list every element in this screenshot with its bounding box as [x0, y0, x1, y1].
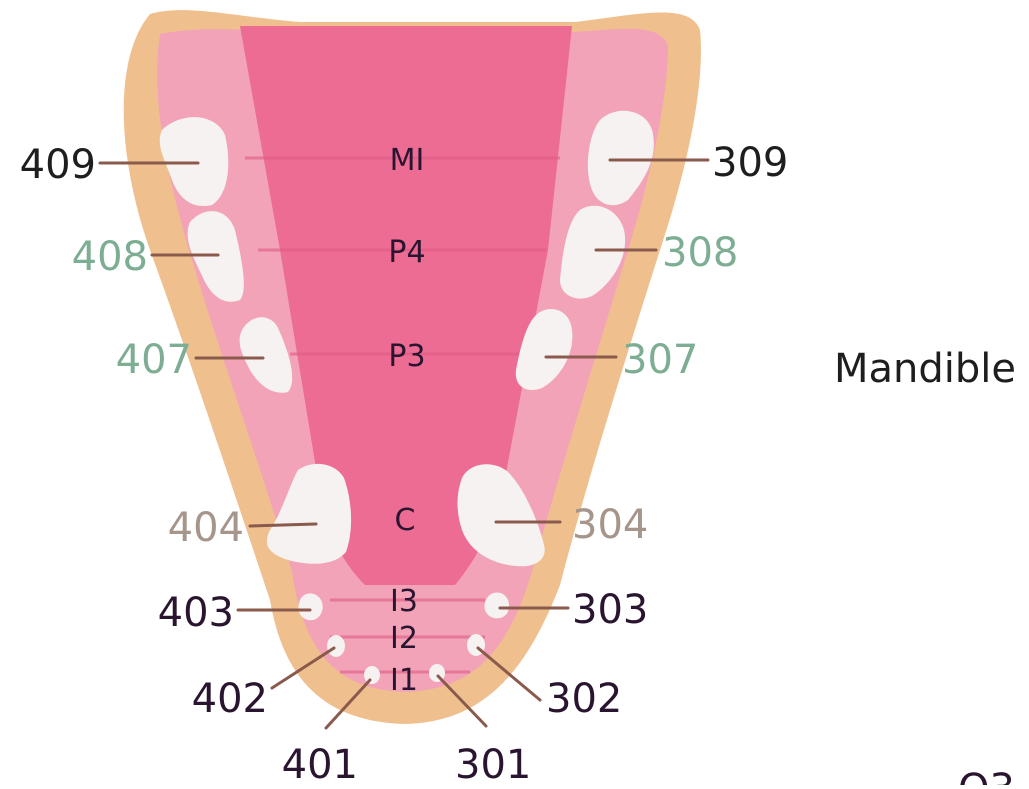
label-i1: I1 [390, 663, 418, 698]
label-p3: P3 [388, 339, 425, 374]
label-404: 404 [168, 505, 244, 551]
label-308: 308 [662, 230, 738, 276]
label-402: 402 [192, 676, 268, 722]
label-409: 409 [20, 142, 96, 188]
label-407: 407 [116, 337, 192, 383]
label-301: 301 [455, 742, 531, 785]
tooth-401 [364, 666, 380, 684]
tooth-402 [327, 635, 345, 657]
label-303: 303 [572, 587, 648, 633]
label-401: 401 [282, 742, 358, 785]
label-c: C [395, 503, 416, 538]
label-302: 302 [546, 676, 622, 722]
label-307: 307 [622, 337, 698, 383]
label-i2: I2 [390, 621, 418, 656]
label-i3: I3 [390, 584, 418, 619]
label-408: 408 [72, 234, 148, 280]
label-403: 403 [158, 590, 234, 636]
corner-text: Q3 [958, 766, 1015, 785]
diagram-title: Mandible [834, 346, 1016, 392]
label-p4: P4 [388, 235, 425, 270]
tooth-403 [298, 593, 322, 620]
label-m1: MI [390, 143, 425, 178]
label-309: 309 [712, 140, 788, 186]
label-304: 304 [572, 502, 648, 548]
